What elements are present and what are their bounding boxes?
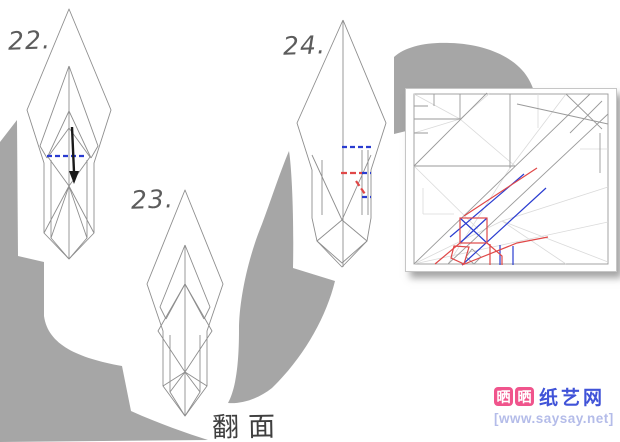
fold-direction-arrow-icon (69, 126, 79, 184)
watermark-logo: 晒 晒 纸艺网 (494, 383, 618, 410)
crease-pattern-svg (413, 92, 609, 266)
origami-step22-figure (26, 8, 112, 260)
background-swoosh-left (0, 120, 208, 442)
crease-lines-light (413, 92, 609, 265)
watermark-url: [www.saysay.net] (494, 411, 614, 426)
step-label-22: 22. (7, 25, 52, 56)
crease-pattern-border (413, 93, 609, 265)
background-swoosh-right (228, 151, 335, 404)
flip-note: 翻面 (211, 411, 285, 442)
crease-pattern-inset (405, 88, 617, 272)
watermark-logo-block-1: 晒 (494, 387, 513, 406)
origami-step23-figure (146, 189, 224, 417)
watermark-logo-block-2: 晒 (515, 387, 534, 406)
step-label-23: 23. (130, 184, 175, 215)
mountain-fold-dash-red-diagonal (355, 180, 366, 195)
crease-lines-colored (434, 167, 549, 266)
crease-lines-main (413, 92, 609, 265)
origami-step24-figure (296, 19, 387, 268)
watermark-site-name: 纸艺网 (539, 388, 606, 409)
step-label-24: 24. (282, 30, 327, 61)
watermark: 晒 晒 纸艺网 [www.saysay.net] (494, 383, 618, 426)
